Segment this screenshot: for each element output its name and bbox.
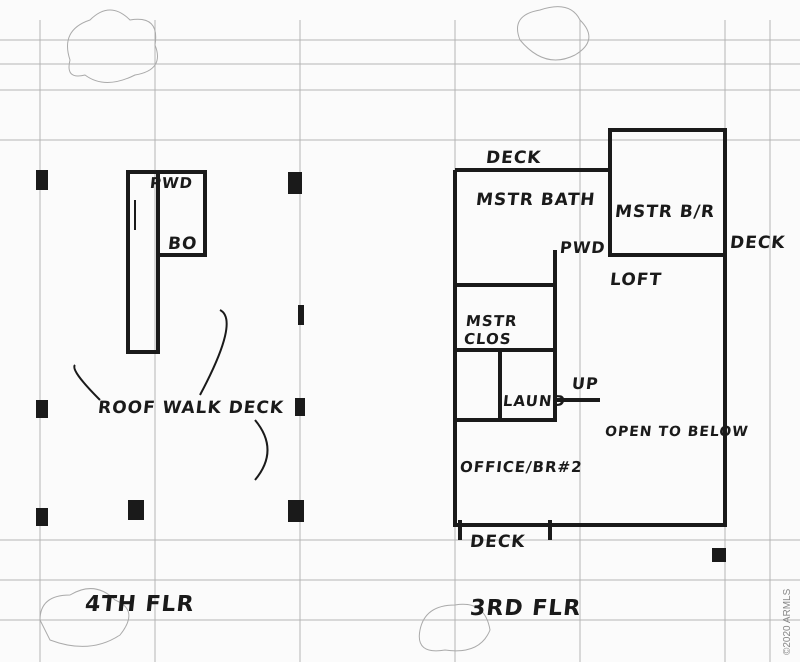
- room-label-up: UP: [571, 374, 600, 393]
- room-label-loft: LOFT: [608, 270, 663, 290]
- room-label-roof-walk-deck: ROOF WALK DECK: [96, 398, 286, 418]
- floor-title-3rd: 3RD FLR: [468, 596, 583, 621]
- columns: [36, 170, 726, 562]
- walls: [126, 128, 727, 540]
- room-label-deck-bottom: DECK: [468, 532, 527, 552]
- tree-outlines: [39, 6, 590, 652]
- room-label-mstr-bath: MSTR BATH: [474, 190, 597, 210]
- room-label-deck-top: DECK: [484, 148, 543, 168]
- arrows: [73, 200, 269, 481]
- dimension-lines: [0, 20, 800, 662]
- floor-title-4th: 4TH FLR: [83, 592, 196, 617]
- room-label-mstr-clos: MSTR CLOS: [463, 312, 519, 348]
- room-label-deck-right: DECK: [728, 233, 787, 253]
- room-label-office: OFFICE/BR#2: [459, 458, 584, 476]
- watermark: ©2020 ARMLS: [782, 588, 793, 655]
- room-label-bo: BO: [166, 234, 199, 254]
- room-label-pwd-4th: PWD: [149, 174, 194, 192]
- room-label-laund: LAUND: [502, 392, 567, 410]
- room-label-pwd-3rd: PWD: [559, 238, 607, 257]
- room-label-open-to-below: OPEN TO BELOW: [604, 424, 750, 440]
- room-label-mstr-br: MSTR B/R: [613, 202, 717, 222]
